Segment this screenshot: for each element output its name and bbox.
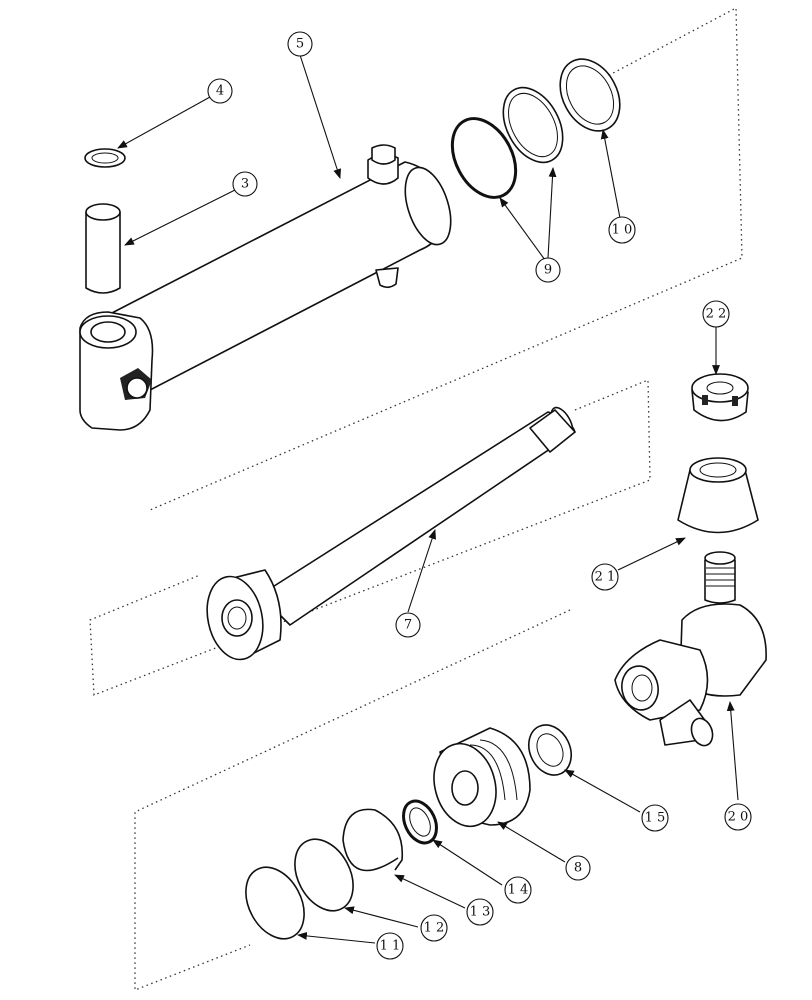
callout-11-label: 1 1 [380, 939, 401, 954]
callout-7: 7 [395, 612, 421, 638]
part-12-ring [294, 838, 354, 912]
callout-14: 1 4 [504, 876, 532, 904]
part-10-wiper [559, 58, 621, 132]
callout-22: 2 2 [702, 300, 730, 328]
part-11-ring [245, 866, 305, 940]
callout-15: 1 5 [641, 804, 669, 832]
assembly-boundaries [89, 6, 743, 991]
part-13-snap-ring [342, 808, 404, 872]
callout-7-label: 7 [404, 618, 412, 633]
callout-13-label: 1 3 [470, 905, 491, 920]
callout-9-label: 9 [544, 263, 552, 278]
callout-10-label: 1 0 [612, 223, 633, 238]
callout-8: 8 [565, 855, 591, 881]
callout-21-label: 2 1 [595, 570, 616, 585]
callout-14-label: 1 4 [508, 883, 529, 898]
part-9-seals [450, 86, 564, 199]
part-3-bushing [85, 203, 121, 294]
callout-5: 5 [287, 31, 313, 57]
leader-lines [117, 54, 739, 944]
callout-3-label: 3 [241, 177, 249, 192]
callout-4: 4 [207, 78, 233, 104]
callout-9: 9 [535, 257, 561, 283]
callout-22-label: 2 2 [706, 307, 727, 322]
part-4-ring [84, 148, 126, 168]
callout-10: 1 0 [608, 216, 636, 244]
callout-12: 1 2 [420, 914, 448, 942]
callout-5-label: 5 [296, 37, 304, 52]
cylinder-barrel [79, 144, 452, 431]
callout-13: 1 3 [466, 898, 494, 926]
callout-20-label: 2 0 [728, 810, 749, 825]
callout-21: 2 1 [591, 563, 619, 591]
part-14-seal [402, 799, 438, 845]
part-7-piston-rod [206, 406, 576, 661]
callout-15-label: 1 5 [645, 811, 666, 826]
part-8-piston [433, 727, 531, 828]
callout-8-label: 8 [574, 861, 582, 876]
callout-3: 3 [232, 171, 258, 197]
callout-4-label: 4 [216, 84, 224, 99]
part-20-ball-joint [614, 551, 767, 747]
callout-20: 2 0 [724, 803, 752, 831]
part-21-boot [677, 457, 759, 534]
callout-12-label: 1 2 [424, 921, 445, 936]
part-22-castle-nut [691, 373, 749, 422]
part-15-ring [528, 724, 572, 776]
callout-11: 1 1 [376, 932, 404, 960]
